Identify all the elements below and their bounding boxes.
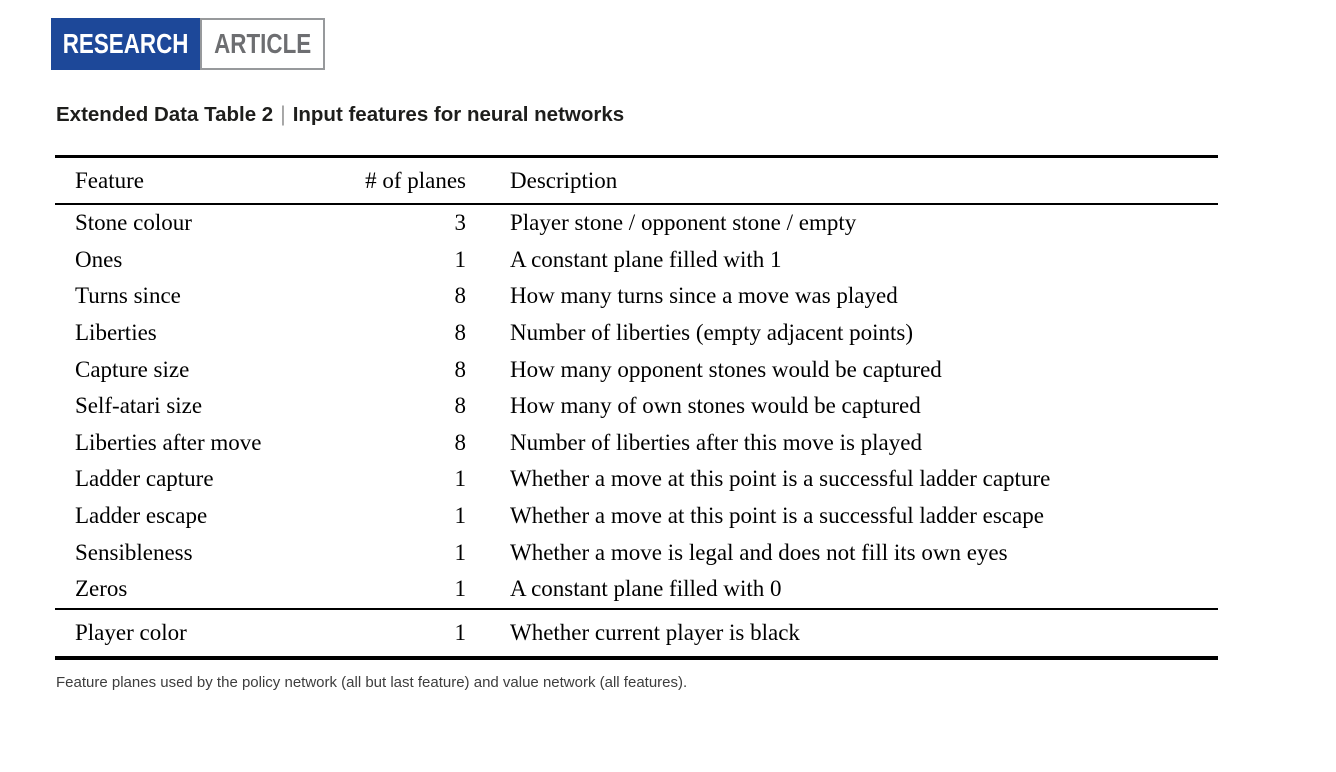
cell-planes: 1 (454, 539, 467, 565)
research-badge-label: RESEARCH (62, 28, 189, 59)
table-row: Liberties 8 Number of liberties (empty a… (55, 315, 1218, 352)
cell-planes: 1 (454, 503, 467, 529)
table-title-label: Extended Data Table 2 (56, 103, 274, 126)
features-table: Feature # of planes Description Stone co… (55, 155, 1218, 660)
article-badge: ARTICLE (200, 18, 325, 70)
title-separator: | (280, 103, 286, 126)
column-header-description: Description (510, 167, 618, 193)
cell-description: How many turns since a move was played (510, 283, 898, 309)
cell-planes: 8 (454, 393, 467, 419)
table-row: Turns since 8 How many turns since a mov… (55, 278, 1218, 315)
table-row: Self-atari size 8 How many of own stones… (55, 388, 1218, 425)
cell-planes: 1 (454, 619, 467, 645)
table-row: Zeros 1 A constant plane filled with 0 (55, 571, 1218, 608)
cell-planes: 8 (454, 320, 467, 346)
cell-planes: 1 (454, 466, 467, 492)
cell-feature: Ones (75, 246, 123, 272)
table-row: Liberties after move 8 Number of liberti… (55, 425, 1218, 462)
table-row: Sensibleness 1 Whether a move is legal a… (55, 534, 1218, 571)
cell-description: Player stone / opponent stone / empty (510, 210, 857, 236)
cell-feature: Liberties (75, 320, 157, 346)
cell-description: Whether a move at this point is a succes… (510, 466, 1051, 492)
cell-description: Whether a move at this point is a succes… (510, 503, 1044, 529)
cell-feature: Turns since (75, 283, 181, 309)
cell-feature: Stone colour (75, 210, 192, 236)
column-header-feature: Feature (75, 167, 144, 193)
table-body: Stone colour 3 Player stone / opponent s… (55, 205, 1218, 608)
table-row: Stone colour 3 Player stone / opponent s… (55, 205, 1218, 242)
cell-feature: Capture size (75, 356, 190, 382)
cell-planes: 8 (454, 429, 467, 455)
cell-description: How many of own stones would be captured (510, 393, 921, 419)
cell-feature: Liberties after move (75, 429, 262, 455)
cell-feature: Self-atari size (75, 393, 203, 419)
cell-feature: Player color (75, 619, 187, 645)
table-header-row: Feature # of planes Description (55, 158, 1218, 205)
cell-planes: 1 (454, 246, 467, 272)
cell-planes: 8 (454, 283, 467, 309)
cell-description: A constant plane filled with 1 (510, 246, 782, 272)
cell-planes: 1 (454, 576, 467, 602)
cell-feature: Ladder escape (75, 503, 208, 529)
column-header-planes: # of planes (365, 167, 466, 193)
article-badge-label: ARTICLE (213, 28, 312, 59)
cell-description: A constant plane filled with 0 (510, 576, 782, 602)
table-row: Capture size 8 How many opponent stones … (55, 351, 1218, 388)
table-title-subtitle: Input features for neural networks (292, 103, 625, 126)
cell-planes: 8 (454, 356, 467, 382)
cell-planes: 3 (454, 210, 467, 236)
table-row: Ladder escape 1 Whether a move at this p… (55, 498, 1218, 535)
cell-feature: Sensibleness (75, 539, 193, 565)
table-row: Ladder capture 1 Whether a move at this … (55, 461, 1218, 498)
cell-feature: Ladder capture (75, 466, 214, 492)
cell-description: Whether current player is black (510, 619, 800, 645)
cell-feature: Zeros (75, 576, 128, 602)
cell-description: Number of liberties after this move is p… (510, 429, 922, 455)
cell-description: Whether a move is legal and does not fil… (510, 539, 1008, 565)
research-article-badge: RESEARCH ARTICLE (51, 18, 325, 70)
table-row: Ones 1 A constant plane filled with 1 (55, 242, 1218, 279)
player-color-row: Player color 1 Whether current player is… (55, 607, 1218, 656)
table-footnote: Feature planes used by the policy networ… (56, 674, 688, 691)
cell-description: Number of liberties (empty adjacent poin… (510, 320, 914, 346)
cell-description: How many opponent stones would be captur… (510, 356, 942, 382)
table-title: Extended Data Table 2 | Input features for… (56, 102, 624, 128)
research-badge: RESEARCH (51, 18, 200, 70)
